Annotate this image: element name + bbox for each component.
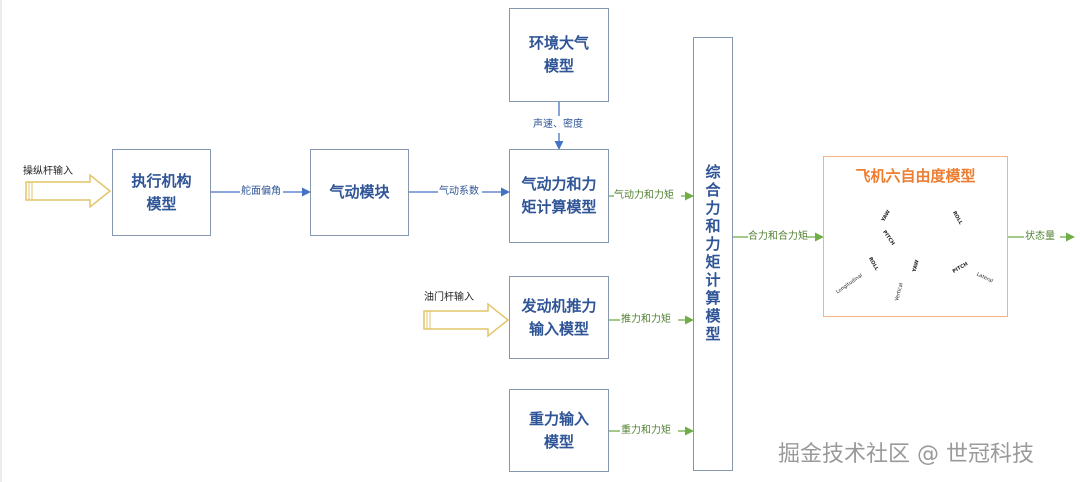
aero-coeff-label: 气动系数 <box>439 186 479 197</box>
gravity-model-block: 重力输入模型 <box>509 389 609 472</box>
gravity-moment-label: 重力和力矩 <box>621 425 671 436</box>
sixdof-model-title: 飞机六自由度模型 <box>855 167 976 185</box>
stick-input-arrow <box>25 173 112 209</box>
actuator-model-block: 执行机构模型 <box>112 149 211 236</box>
throttle-input-label: 油门杆输入 <box>424 292 474 303</box>
watermark-text: 掘金技术社区 @ 世冠科技 <box>778 442 1034 467</box>
thrust-moment-label: 推力和力矩 <box>621 314 671 325</box>
atmosphere-model-block: 环境大气模型 <box>509 8 609 102</box>
throttle-input-arrow <box>423 302 510 338</box>
combined-force-model-label: 综合力和力矩计算模型 <box>703 164 722 344</box>
aero-module-block: 气动模块 <box>310 149 409 236</box>
aero-force-model-block: 气动力和力矩计算模型 <box>509 149 609 243</box>
sound-density-label: 声速、密度 <box>533 119 583 130</box>
gravity-model-label: 重力输入模型 <box>528 409 589 451</box>
sixdof-model-block: 飞机六自由度模型 <box>823 156 1008 317</box>
actuator-model-label: 执行机构模型 <box>131 171 192 213</box>
combined-force-model-block: 综合力和力矩计算模型 <box>693 37 733 471</box>
engine-thrust-model-block: 发动机推力输入模型 <box>509 276 609 359</box>
engine-thrust-model-label: 发动机推力输入模型 <box>521 296 597 338</box>
aero-force-moment-label: 气动力和力矩 <box>614 190 674 201</box>
atmosphere-model-label: 环境大气模型 <box>528 34 589 75</box>
aero-force-model-label: 气动力和力矩计算模型 <box>521 175 597 216</box>
state-label: 状态量 <box>1025 231 1055 242</box>
total-force-moment-label: 合力和合力矩 <box>748 231 808 242</box>
aero-module-label: 气动模块 <box>329 183 390 201</box>
stick-input-label: 操纵杆输入 <box>23 166 73 177</box>
rudder-deflection-label: 舵面偏角 <box>241 186 281 197</box>
